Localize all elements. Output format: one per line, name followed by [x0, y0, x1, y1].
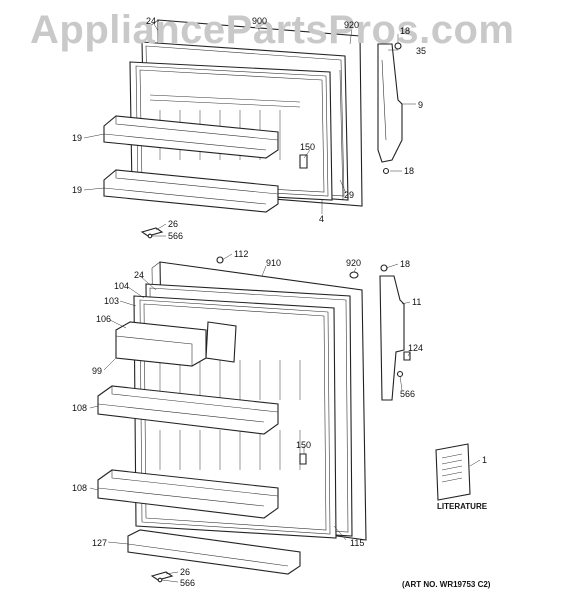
watermark-logo: AppliancePartsPros.com	[30, 8, 515, 52]
callout-108: 108	[72, 483, 88, 493]
callout-566: 566	[180, 578, 196, 588]
callout-103: 103	[104, 296, 120, 306]
callout-127: 127	[92, 538, 108, 548]
literature-booklet	[435, 443, 471, 501]
callout-108: 108	[72, 403, 88, 413]
callout-104: 104	[114, 281, 130, 291]
door-bin-upper	[97, 385, 279, 435]
callout-150: 150	[296, 440, 312, 450]
freezer-clip-26	[140, 227, 164, 237]
callout-566: 566	[168, 231, 184, 241]
door-bottom-trim	[127, 529, 301, 575]
callout-106: 106	[96, 314, 112, 324]
callout-26: 26	[168, 219, 179, 229]
callout-35: 35	[416, 46, 427, 56]
callout-910: 910	[266, 258, 282, 268]
callout-1: 1	[482, 455, 488, 465]
callout-115: 115	[350, 538, 365, 548]
callout-9: 9	[418, 100, 424, 110]
dairy-compartment	[115, 321, 237, 367]
callout-4: 4	[319, 214, 325, 224]
freezer-bin-lower	[103, 169, 279, 213]
callout-18: 18	[400, 259, 411, 269]
callout-19: 19	[72, 185, 83, 195]
literature-label: LITERATURE	[437, 502, 488, 511]
callout-19: 19	[72, 133, 83, 143]
callout-920: 920	[346, 258, 362, 268]
callout-112: 112	[234, 249, 249, 259]
fresh-food-door-assembly	[97, 256, 411, 583]
callout-150: 150	[300, 142, 316, 152]
leader-lines	[83, 23, 481, 583]
freezer-door-assembly	[103, 19, 403, 239]
door-bin-lower	[97, 469, 279, 519]
fresh-food-hinge-bracket	[379, 275, 405, 401]
art-number: (ART NO. WR19753 C2)	[402, 580, 491, 589]
callout-900: 900	[252, 16, 268, 26]
freezer-hinge-bracket	[377, 43, 403, 163]
callout-11: 11	[412, 297, 422, 307]
callout-24: 24	[134, 270, 145, 280]
callout-24: 24	[146, 16, 157, 26]
callout-26: 26	[180, 567, 191, 577]
callout-18: 18	[404, 166, 415, 176]
callout-18: 18	[400, 26, 411, 36]
callout-566: 566	[400, 389, 416, 399]
callout-920: 920	[344, 20, 360, 30]
callout-99: 99	[92, 366, 103, 376]
callout-124: 124	[408, 343, 424, 353]
callout-29: 29	[344, 190, 355, 200]
freezer-bin-upper	[103, 115, 279, 159]
